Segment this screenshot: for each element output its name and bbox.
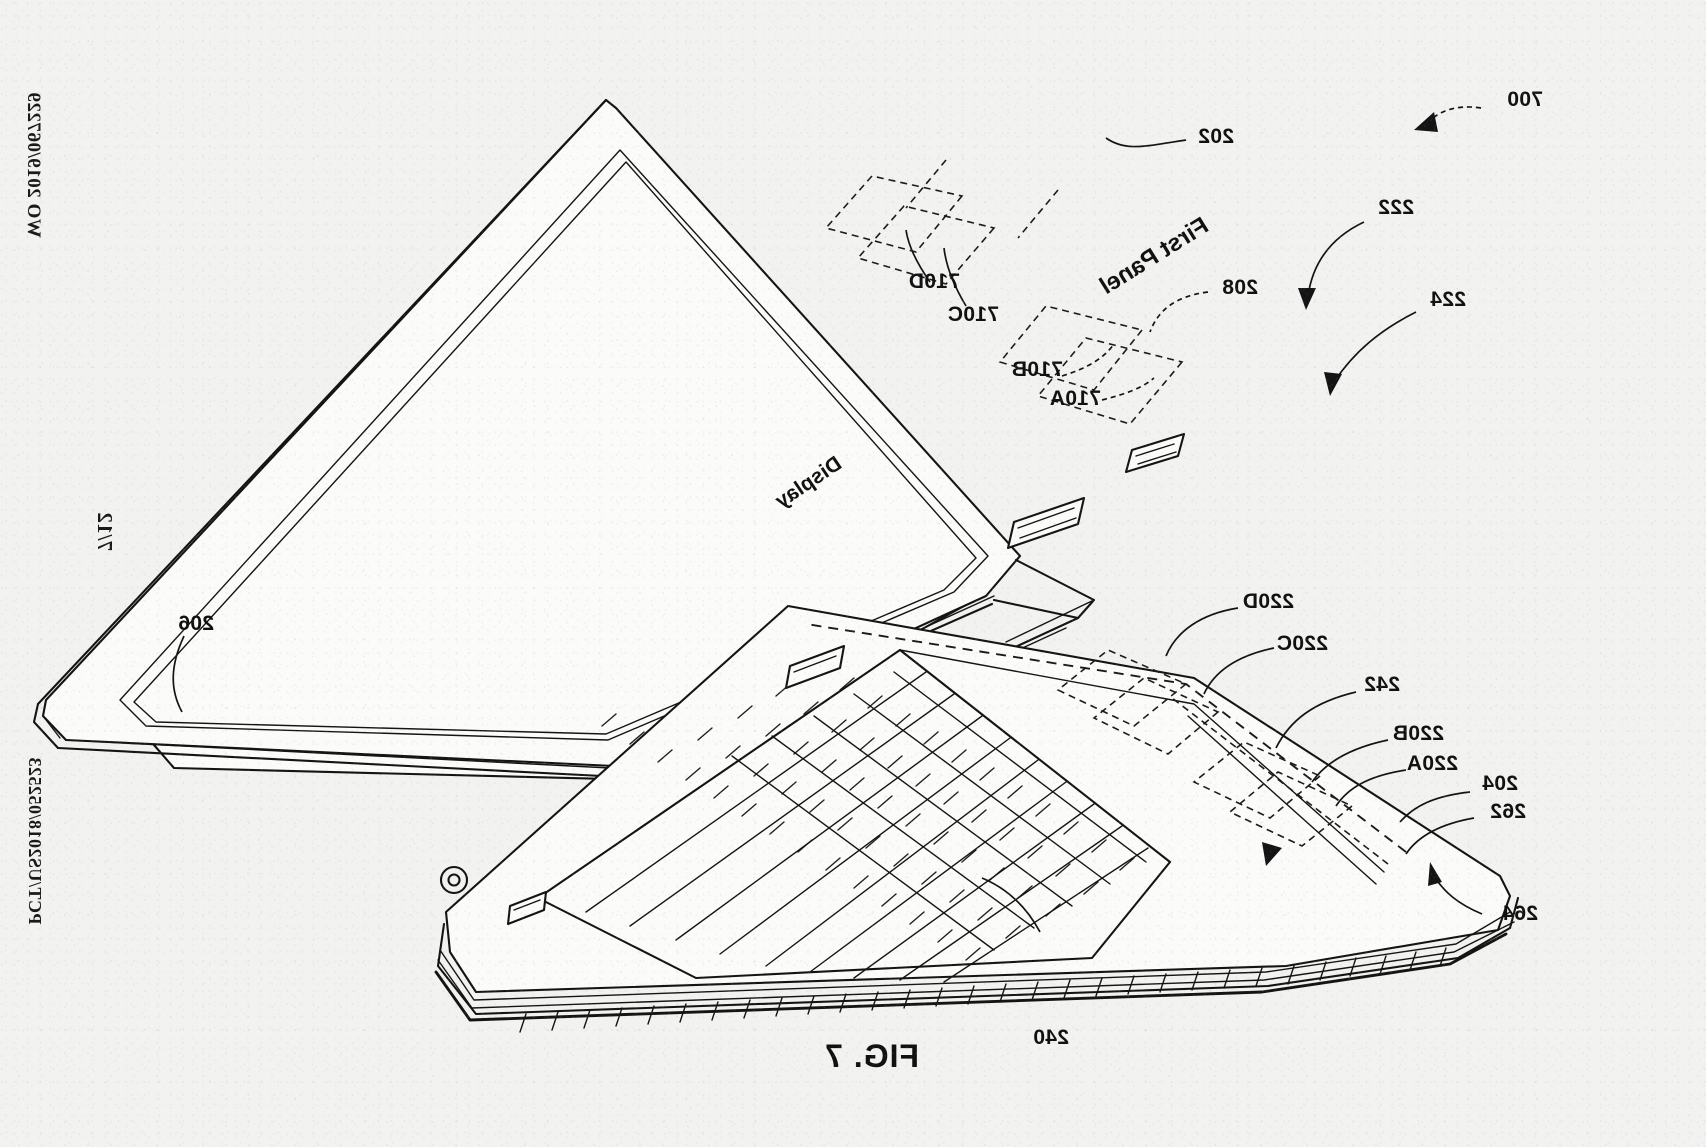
callout-208: 208	[1222, 276, 1258, 299]
callout-264: 264	[1502, 902, 1538, 925]
callout-710B: 710B	[1011, 358, 1063, 381]
callout-262: 262	[1490, 800, 1526, 823]
callout-220B: 220B	[1392, 722, 1444, 745]
callout-222: 222	[1378, 196, 1414, 219]
callout-206: 206	[178, 612, 214, 635]
callout-204: 204	[1482, 772, 1518, 795]
callout-710D: 710D	[908, 270, 960, 293]
callout-700: 700	[1507, 88, 1543, 111]
callout-224: 224	[1430, 288, 1466, 311]
callout-202: 202	[1198, 125, 1234, 148]
callout-710A: 710A	[1049, 387, 1101, 410]
callout-242: 242	[1364, 673, 1400, 696]
figure-title: FIG. 7	[824, 1038, 919, 1074]
callout-220D: 220D	[1242, 590, 1294, 613]
callout-240: 240	[1033, 1026, 1069, 1049]
callout-710C: 710C	[947, 303, 999, 326]
callout-220A: 220A	[1406, 752, 1458, 775]
callout-220C: 220C	[1276, 632, 1328, 655]
